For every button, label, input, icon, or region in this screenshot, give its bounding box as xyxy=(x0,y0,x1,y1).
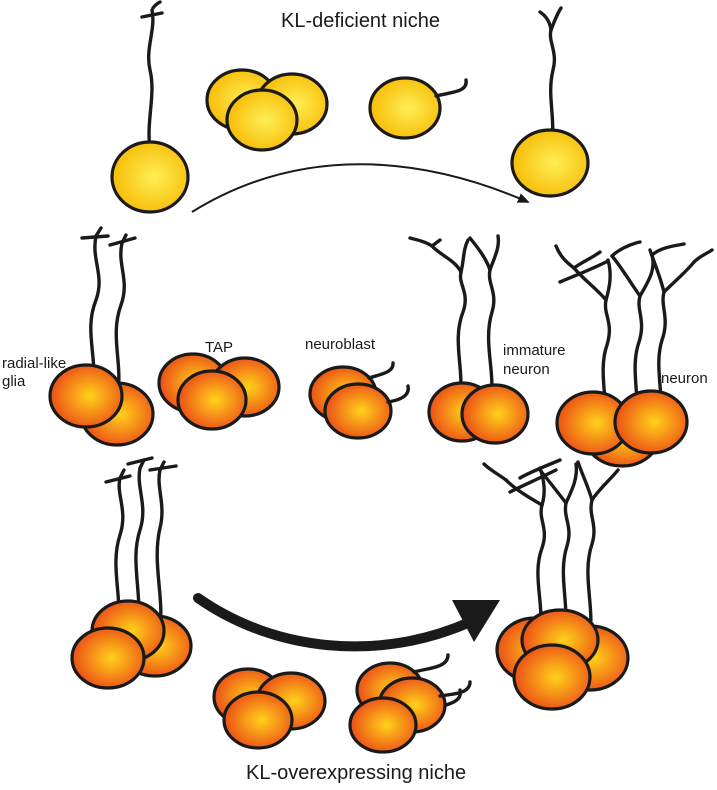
neuron-label: neuron xyxy=(661,370,708,387)
immature-neuron-cell xyxy=(408,234,530,445)
kl-deficient-niche-row: KL-deficient niche xyxy=(110,0,590,214)
neuroblast-label: neuroblast xyxy=(305,336,376,353)
tap-cluster xyxy=(157,352,281,431)
deficient-neuroblast-cell xyxy=(368,76,468,140)
normal-niche-row: radial-like glia TAP neuroblast xyxy=(2,226,714,468)
kl-overexpressing-niche-row: KL-overexpressing niche xyxy=(70,456,630,784)
kl-deficient-niche-title: KL-deficient niche xyxy=(281,10,440,32)
overexpressing-neuron-cluster xyxy=(482,458,630,711)
overexpressing-progression-arrow xyxy=(193,593,475,652)
mature-neuron-cell xyxy=(554,240,714,468)
overexpressing-radial-glia-cluster xyxy=(70,456,193,690)
kl-overexpressing-niche-title: KL-overexpressing niche xyxy=(246,762,466,784)
neuroblast-cell xyxy=(308,361,410,440)
deficient-progression-arrow xyxy=(191,163,530,213)
immature-neuron-label: neuron xyxy=(503,361,550,378)
radial-like-label: radial-like xyxy=(2,355,66,372)
glia-label: glia xyxy=(2,373,26,390)
deficient-radial-glia-cell xyxy=(110,0,190,214)
radial-like-glia-cell xyxy=(48,226,155,447)
deficient-immature-neuron-cell xyxy=(510,6,590,198)
overexpressing-neuroblast-cluster xyxy=(348,653,472,754)
tap-label: TAP xyxy=(205,339,233,356)
overexpressing-arrow-head xyxy=(452,600,500,642)
overexpressing-tap-cluster xyxy=(212,667,327,750)
immature-label: immature xyxy=(503,342,566,359)
deficient-tap-cluster xyxy=(205,68,329,152)
